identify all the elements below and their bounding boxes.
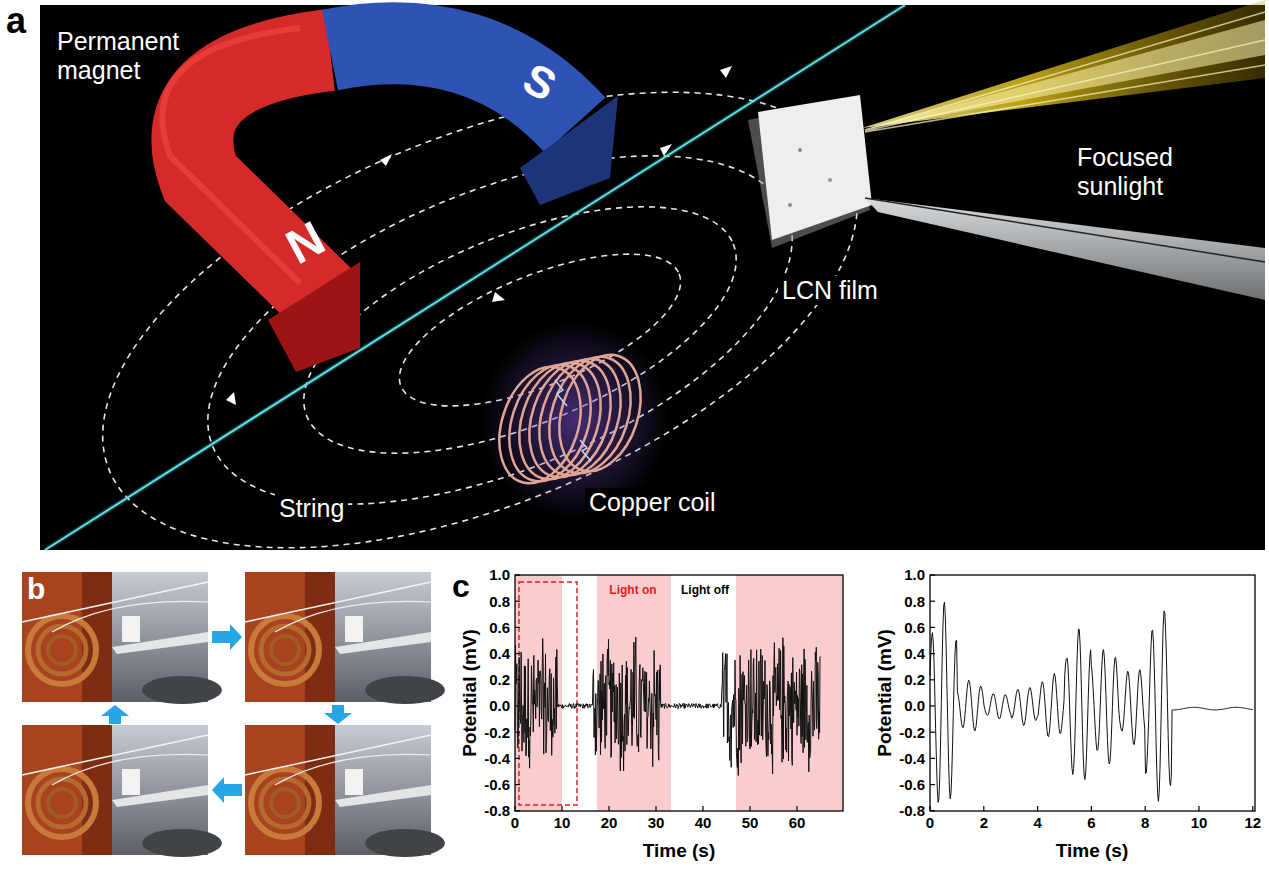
axis-ticks bbox=[515, 575, 1253, 811]
tick-mark bbox=[930, 705, 935, 706]
label: Light off bbox=[681, 584, 729, 598]
magnetic-field-lines bbox=[40, 0, 920, 641]
south-face bbox=[520, 96, 618, 205]
tick-mark bbox=[930, 574, 935, 575]
photo-sequence bbox=[22, 572, 445, 857]
north-face bbox=[268, 262, 360, 372]
tick-label: -0.8 bbox=[899, 802, 925, 819]
plot-frame bbox=[930, 575, 1255, 811]
label: Copper coil bbox=[585, 488, 719, 517]
tick-mark bbox=[655, 806, 656, 811]
label: Focused sunlight bbox=[1077, 143, 1207, 201]
shaded-light-on bbox=[515, 575, 843, 811]
tweezer bbox=[865, 198, 1265, 300]
string bbox=[45, 5, 905, 550]
permanent-magnet bbox=[162, 28, 618, 372]
tick-label: -0.4 bbox=[484, 750, 510, 767]
voltage-traces bbox=[515, 602, 1253, 802]
tick-mark bbox=[930, 627, 935, 628]
tick-label: -0.2 bbox=[484, 724, 510, 741]
voltage-trace-zoom bbox=[930, 602, 1253, 802]
tick-label: 1.0 bbox=[489, 566, 510, 583]
tick-label: -0.6 bbox=[899, 776, 925, 793]
tick-mark bbox=[515, 810, 520, 811]
plot-frame bbox=[515, 575, 843, 811]
tick-label: 1.0 bbox=[904, 566, 925, 583]
tick-mark bbox=[1091, 806, 1092, 811]
tick-mark bbox=[515, 627, 520, 628]
tick-label: -0.6 bbox=[484, 776, 510, 793]
label: 60 bbox=[789, 814, 806, 831]
tick-mark bbox=[608, 806, 609, 811]
panel-letter: b bbox=[27, 572, 45, 607]
tick-mark bbox=[930, 784, 935, 785]
tick-label: 0.0 bbox=[904, 697, 925, 714]
panel-letter: c bbox=[452, 568, 470, 605]
label: 20 bbox=[601, 814, 618, 831]
tick-mark bbox=[929, 806, 930, 811]
label: 0 bbox=[511, 814, 519, 831]
label: Time (s) bbox=[643, 840, 716, 862]
voltage-trace bbox=[515, 637, 820, 775]
label: LCN film bbox=[778, 276, 882, 305]
tick-label: 0.4 bbox=[904, 645, 925, 662]
field-arrowheads bbox=[226, 66, 732, 405]
tick-mark bbox=[930, 810, 935, 811]
label: Time (s) bbox=[1056, 840, 1129, 862]
label: 0 bbox=[926, 814, 934, 831]
label: Potential (mV) bbox=[874, 629, 896, 757]
tick-label: 0.8 bbox=[904, 593, 925, 610]
tick-mark bbox=[983, 806, 984, 811]
tick-mark bbox=[930, 732, 935, 733]
panel-background bbox=[40, 5, 1265, 550]
cycle-arrows bbox=[101, 624, 352, 803]
tick-mark bbox=[1145, 806, 1146, 811]
label: Light on bbox=[609, 584, 656, 598]
tick-mark bbox=[1037, 806, 1038, 811]
label: 10 bbox=[1191, 814, 1208, 831]
tick-mark bbox=[702, 806, 703, 811]
tick-label: 0.2 bbox=[904, 671, 925, 688]
tick-mark bbox=[561, 806, 562, 811]
tick-mark bbox=[796, 806, 797, 811]
tick-mark bbox=[930, 758, 935, 759]
tick-mark bbox=[514, 806, 515, 811]
sunlight-beam bbox=[862, 0, 1265, 132]
tweezer-slit bbox=[865, 198, 1265, 262]
tick-mark bbox=[515, 784, 520, 785]
label: 8 bbox=[1141, 814, 1149, 831]
label: Potential (mV) bbox=[459, 629, 481, 757]
tick-mark bbox=[1252, 806, 1253, 811]
tick-label: -0.8 bbox=[484, 802, 510, 819]
tick-label: 0.6 bbox=[489, 619, 510, 636]
label: 10 bbox=[554, 814, 571, 831]
tick-mark bbox=[930, 601, 935, 602]
label: 40 bbox=[695, 814, 712, 831]
tick-mark bbox=[1198, 806, 1199, 811]
tick-label: 0.8 bbox=[489, 593, 510, 610]
label: 50 bbox=[742, 814, 759, 831]
label: 2 bbox=[980, 814, 988, 831]
string-glow bbox=[45, 5, 905, 550]
tick-mark bbox=[749, 806, 750, 811]
tick-label: -0.2 bbox=[899, 724, 925, 741]
tick-label: 0.4 bbox=[489, 645, 510, 662]
tick-mark bbox=[515, 601, 520, 602]
label: String bbox=[275, 494, 348, 523]
tick-mark bbox=[515, 758, 520, 759]
tick-mark bbox=[515, 574, 520, 575]
tick-label: 0.2 bbox=[489, 671, 510, 688]
label: 6 bbox=[1087, 814, 1095, 831]
label: 4 bbox=[1033, 814, 1041, 831]
label: 30 bbox=[648, 814, 665, 831]
tick-label: 0.0 bbox=[489, 697, 510, 714]
tick-label: 0.6 bbox=[904, 619, 925, 636]
panel-letter: a bbox=[6, 0, 26, 41]
label: 12 bbox=[1244, 814, 1261, 831]
tick-label: -0.4 bbox=[899, 750, 925, 767]
label: Permanent magnet bbox=[57, 27, 227, 85]
lcn-film bbox=[748, 95, 872, 248]
